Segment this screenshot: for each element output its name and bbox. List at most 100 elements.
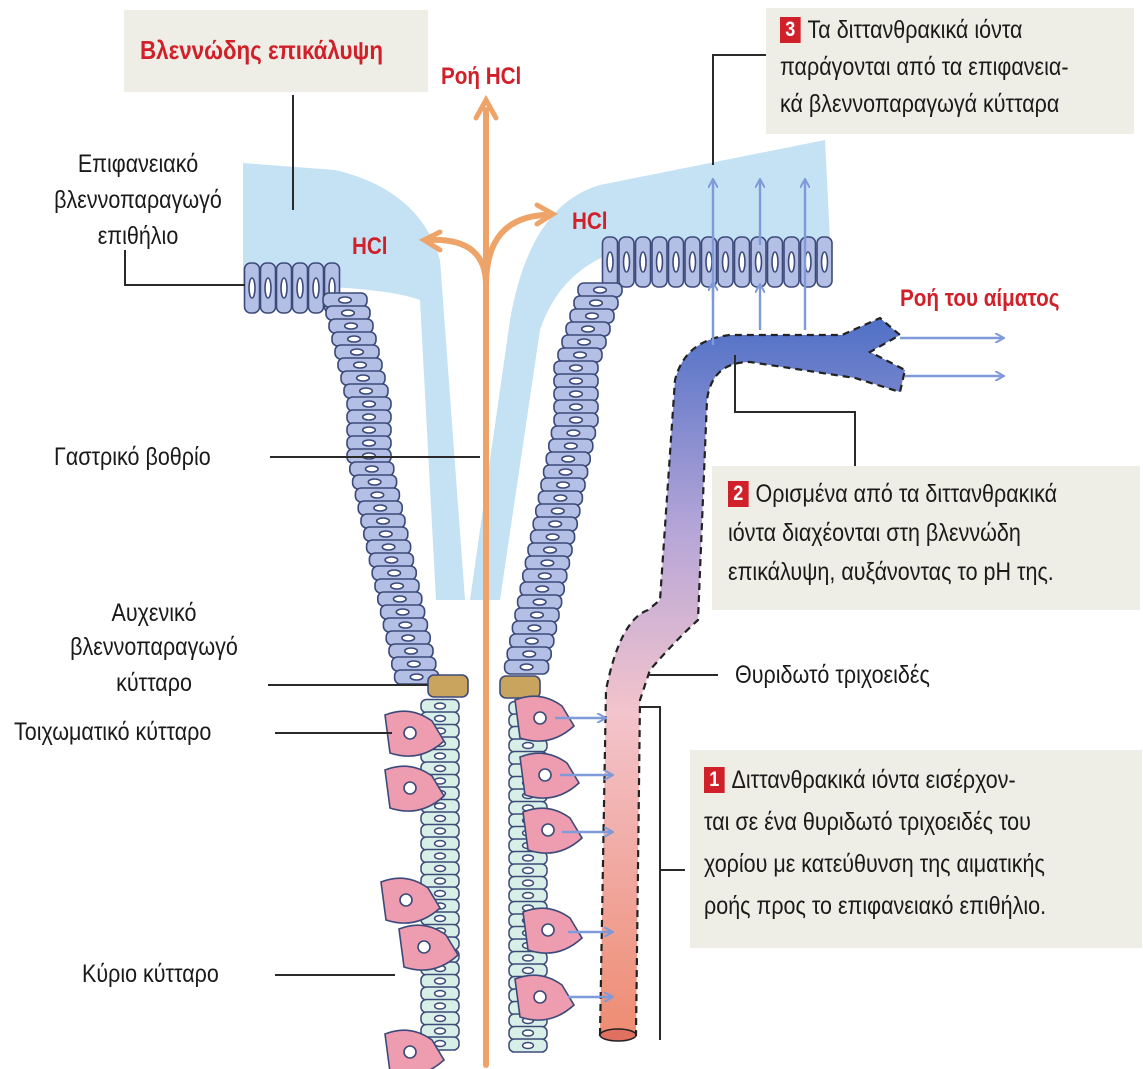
epithelial-cell (389, 644, 433, 658)
epithelial-cell (507, 647, 551, 661)
epithelial-cell (332, 332, 376, 346)
chief-cell (421, 1000, 459, 1013)
epithelial-cell (392, 657, 436, 671)
epithelial-cell (361, 514, 405, 528)
parietal-cells (381, 696, 582, 1069)
epithelial-cell (347, 410, 391, 424)
epithelial-cell (718, 237, 733, 287)
hcl-flow-label: Ροή HCl (441, 60, 521, 93)
chief-cell (421, 987, 459, 1000)
epithelial-cell (570, 309, 614, 323)
epithelial-cell (751, 237, 766, 287)
epithelial-cell (358, 501, 402, 515)
epithelial-cell (309, 263, 324, 313)
epithelial-cell (367, 540, 411, 554)
epithelial-cell (510, 634, 554, 648)
epithelial-cell (261, 263, 276, 313)
epithelial-cell (277, 263, 292, 313)
callout-2-number: 2 (728, 481, 749, 507)
epithelial-cell (347, 397, 391, 411)
parietal-cell (523, 808, 582, 853)
epithelial-cell (558, 348, 602, 362)
callout-1-line-3: χορίου με κατεύθυνση της αιματικής (704, 848, 1045, 881)
epithelial-cell (528, 543, 572, 557)
epithelial-cell (566, 322, 610, 336)
epithelial-cell (562, 335, 606, 349)
chief-cell (421, 1012, 459, 1025)
epithelial-cell (554, 361, 598, 375)
epithelial-cell (603, 237, 618, 287)
chief-cell (421, 862, 459, 875)
epithelial-cell (364, 527, 408, 541)
gastric-pit-label: Γαστρικό βοθρίο (54, 441, 211, 474)
callout-2-line-2: ιόντα διαχέονται στη βλεννώδη (728, 517, 1021, 550)
epithelial-cell (554, 413, 598, 427)
callout-1-text-1: Διττανθρακικά ιόντα εισέρχον- (732, 766, 1016, 794)
callout-1-line-4: ροής προς το επιφανειακό επιθήλιο. (704, 890, 1046, 923)
neck-cell-right (500, 676, 540, 698)
callout-3-line-2: παράγονται από τα επιφανεια- (780, 51, 1069, 84)
neck-cell-label-1: Αυχενικό (56, 597, 252, 630)
epithelial-cell (546, 452, 590, 466)
epithelial-cell (372, 566, 416, 580)
mucus-coat-label: Βλεννώδης επικάλυψη (140, 34, 383, 67)
chief-cell (421, 850, 459, 863)
capillary-label: Θυριδωτό τριχοειδές (735, 659, 930, 692)
callout-2-line-1: 2 Ορισμένα από τα διττανθρακικά (728, 478, 1057, 511)
epithelial-cell (341, 371, 385, 385)
epithelial-cell (323, 293, 367, 307)
epithelial-cell (383, 618, 427, 632)
epithelial-cell (551, 426, 595, 440)
epithelial-cell (515, 608, 559, 622)
parietal-cell (515, 975, 574, 1020)
epithelial-cell (293, 263, 308, 313)
surface-epithelium-label-3: επιθήλιο (43, 220, 232, 253)
epithelial-cell (536, 504, 580, 518)
epithelial-cell (735, 237, 750, 287)
epithelial-cell (355, 488, 399, 502)
callout-1-line-2: ται σε ένα θυριδωτό τριχοειδές του (704, 806, 1031, 839)
epithelial-cell (338, 358, 382, 372)
chief-cell (509, 1039, 547, 1052)
callout-3-text-1: Τα διττανθρακικά ιόντα (808, 16, 1023, 44)
epithelial-cell (685, 237, 700, 287)
chief-cell (509, 864, 547, 877)
callout-2-text-1: Ορισμένα από τα διττανθρακικά (756, 480, 1058, 508)
neck-cell-left (428, 675, 468, 697)
epithelial-cell (525, 556, 569, 570)
epithelial-cell (335, 345, 379, 359)
epithelial-cell (669, 237, 684, 287)
epithelial-cell (512, 621, 556, 635)
chief-cell (421, 975, 459, 988)
epithelial-cell (523, 569, 567, 583)
chief-cell (509, 877, 547, 890)
callout-3-line-3: κά βλεννοπαραγωγά κύτταρα (780, 88, 1059, 121)
parietal-cell (523, 908, 582, 953)
epithelial-cell (386, 631, 430, 645)
epithelial-cell (652, 237, 667, 287)
epithelial-cell (350, 462, 394, 476)
epithelial-cell (245, 263, 260, 313)
epithelial-cell (520, 582, 564, 596)
epithelial-cell (702, 237, 717, 287)
epithelial-cell (375, 579, 419, 593)
chief-cell (421, 875, 459, 888)
epithelial-cell (518, 595, 562, 609)
epithelial-cell (369, 553, 413, 567)
neck-cell-label-2: βλεννοπαραγωγό (56, 631, 252, 664)
epithelial-cell (636, 237, 651, 287)
epithelial-cell (549, 439, 593, 453)
chief-cell-label: Κύριο κύτταρο (82, 958, 219, 991)
chief-cell (421, 825, 459, 838)
epithelial-cell (578, 283, 622, 297)
hcl-right-label: HCl (572, 205, 608, 238)
epithelial-cell (533, 517, 577, 531)
chief-cell (421, 700, 459, 713)
epithelial-cell (353, 475, 397, 489)
callout-1-number: 1 (704, 767, 725, 793)
epithelial-cell (619, 237, 634, 287)
epithelial-cell (768, 237, 783, 287)
neck-cell-label-3: κύτταρο (56, 667, 252, 700)
